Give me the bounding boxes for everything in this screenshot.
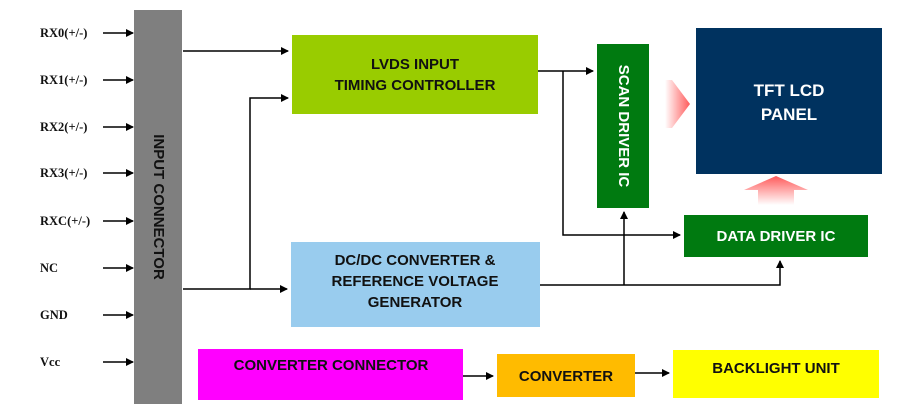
pin-label-rx2: RX2(+/-) [40,120,87,134]
backlight-unit-block [673,350,879,398]
dcdc-label-line1: DC/DC CONVERTER & [335,252,496,269]
pin-label-rx0: RX0(+/-) [40,26,87,40]
scan-driver-ic-block [597,44,649,208]
pin-label-gnd: GND [40,308,68,322]
converter-block [497,354,635,397]
scan-to-panel-arrow [665,80,690,128]
pin-label-nc: NC [40,261,58,275]
tft-lcd-panel-block [696,28,882,174]
input-connector-block [134,10,182,404]
connector-to-lvds-power-arrow [183,94,289,290]
lvds-timing-controller-block [292,35,538,114]
scan-driver-label: SCAN DRIVER IC [615,65,632,188]
pin-label-rxc: RXC(+/-) [40,214,90,228]
data-driver-ic-block [684,215,868,257]
lvds-label-line1: LVDS INPUT [371,56,459,73]
converter-connector-label: CONVERTER CONNECTOR [234,357,429,374]
dcdc-label-line3: GENERATOR [368,294,463,311]
pin-label-vcc: Vcc [40,355,61,369]
lvds-to-data-driver-arrow [562,71,681,239]
data-to-panel-arrow [744,176,808,205]
input-connector-label: INPUT CONNECTOR [150,134,167,280]
dcdc-converter-block [291,242,540,327]
tft-label-line1: TFT LCD [754,81,825,100]
tft-label-line2: PANEL [761,105,817,124]
data-driver-label: DATA DRIVER IC [717,228,836,245]
dcdc-label-line2: REFERENCE VOLTAGE [332,273,499,290]
converter-connector-block [198,349,463,400]
converter-label: CONVERTER [519,368,613,385]
backlight-label: BACKLIGHT UNIT [712,360,840,377]
connections [183,47,784,380]
pin-label-rx1: RX1(+/-) [40,73,87,87]
pin-list: RX0(+/-) RX1(+/-) RX2(+/-) RX3(+/-) RXC(… [40,26,134,369]
lvds-label-line2: TIMING CONTROLLER [335,77,496,94]
pin-label-rx3: RX3(+/-) [40,166,87,180]
dcdc-to-data-driver-arrow [540,260,784,286]
